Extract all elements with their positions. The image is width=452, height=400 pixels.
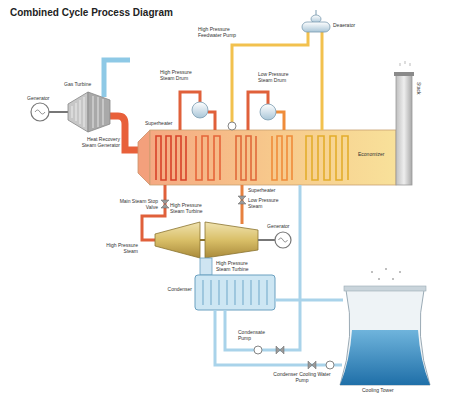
condenser-tubes (203, 280, 267, 305)
component-label: Gas Turbine (64, 82, 98, 88)
vapour-dot (371, 271, 373, 273)
valve (276, 346, 284, 354)
air-intake-pipe (104, 60, 130, 97)
evaporator-coil (196, 136, 220, 180)
exhaust-neck (200, 258, 212, 275)
stack-vapour (400, 61, 410, 66)
generator-symbol (31, 103, 49, 121)
superheater-coil (156, 136, 186, 180)
component-label: Generator (27, 96, 57, 102)
generator-symbol (275, 232, 291, 248)
lp-turbine (205, 222, 258, 258)
pump-symbol (254, 346, 262, 354)
deaerator-tank (302, 22, 330, 32)
tower-rim (344, 286, 426, 291)
shaft (49, 111, 70, 113)
riser-pipe (276, 112, 284, 130)
hrsg-inlet (138, 130, 150, 185)
component-label: Condensate Pump (238, 330, 272, 342)
component-label: Stack (415, 82, 421, 106)
economizer-coil (306, 136, 348, 180)
component-label: Low Pressure Steam Drum (258, 72, 298, 84)
generator-wave (35, 110, 45, 114)
component-label: High Pressure Feedwater Pump (198, 27, 246, 39)
component-label: Generator (267, 224, 295, 230)
component-label: Superheater (248, 188, 280, 194)
vent (316, 10, 317, 15)
stop-valve (161, 200, 169, 208)
component-label: Economizer (358, 152, 392, 158)
hp-turbine (155, 222, 200, 258)
shaft (200, 239, 205, 241)
condensate-pipe (262, 185, 300, 350)
cooling-water (340, 330, 430, 385)
component-label: Low Pressure Steam (248, 198, 288, 210)
valve (308, 361, 316, 369)
stack-cap (394, 72, 414, 76)
component-label: High Pressure Steam Drum (160, 70, 198, 82)
generator-wave (279, 238, 288, 242)
superheater-coil (236, 136, 256, 180)
hrsg-duct (150, 130, 396, 185)
lp-steam-pipe (241, 185, 244, 224)
stack (396, 74, 412, 185)
turbine-shape (88, 92, 110, 132)
component-label: High Pressure Steam Turbine (216, 261, 262, 273)
cooling-water-pipe (275, 299, 343, 302)
feedwater-pipe (232, 32, 308, 122)
steam-drum (260, 104, 276, 120)
pump-symbol (228, 122, 236, 130)
component-label: Cooling Tower (362, 388, 412, 394)
component-label: Condenser Cooling Water Pump (272, 372, 332, 384)
vapour-dot (385, 268, 387, 270)
condenser (195, 275, 275, 310)
component-label: High Pressure Steam Turbine (170, 203, 214, 215)
vapour-dot (392, 278, 394, 280)
diagram-title: Combined Cycle Process Diagram (10, 7, 173, 18)
feedwater-pipe (321, 32, 324, 130)
shaft (258, 239, 275, 241)
component-label: Condenser (158, 287, 192, 293)
steam-drum (192, 102, 208, 118)
cooling-tower (340, 290, 430, 385)
component-label: Main Steam Stop Valve (114, 199, 158, 211)
vapour-dot (378, 278, 380, 280)
riser-pipe (208, 112, 215, 130)
valve (238, 196, 246, 204)
component-label: High Pressure Steam (100, 243, 138, 255)
evaporator-coil (272, 136, 292, 180)
pump-symbol (326, 361, 334, 369)
component-label: Deaerator (333, 23, 363, 29)
compressor-shape (68, 92, 88, 132)
vapour-dot (399, 271, 401, 273)
component-label: Heat Recovery Steam Generator (78, 137, 120, 149)
cooling-water-pipe (215, 310, 326, 365)
hp-steam-pipe (142, 185, 165, 240)
turbine-blades (72, 96, 103, 128)
cooling-water-pipe (334, 364, 342, 367)
component-label: Superheater (145, 121, 175, 127)
